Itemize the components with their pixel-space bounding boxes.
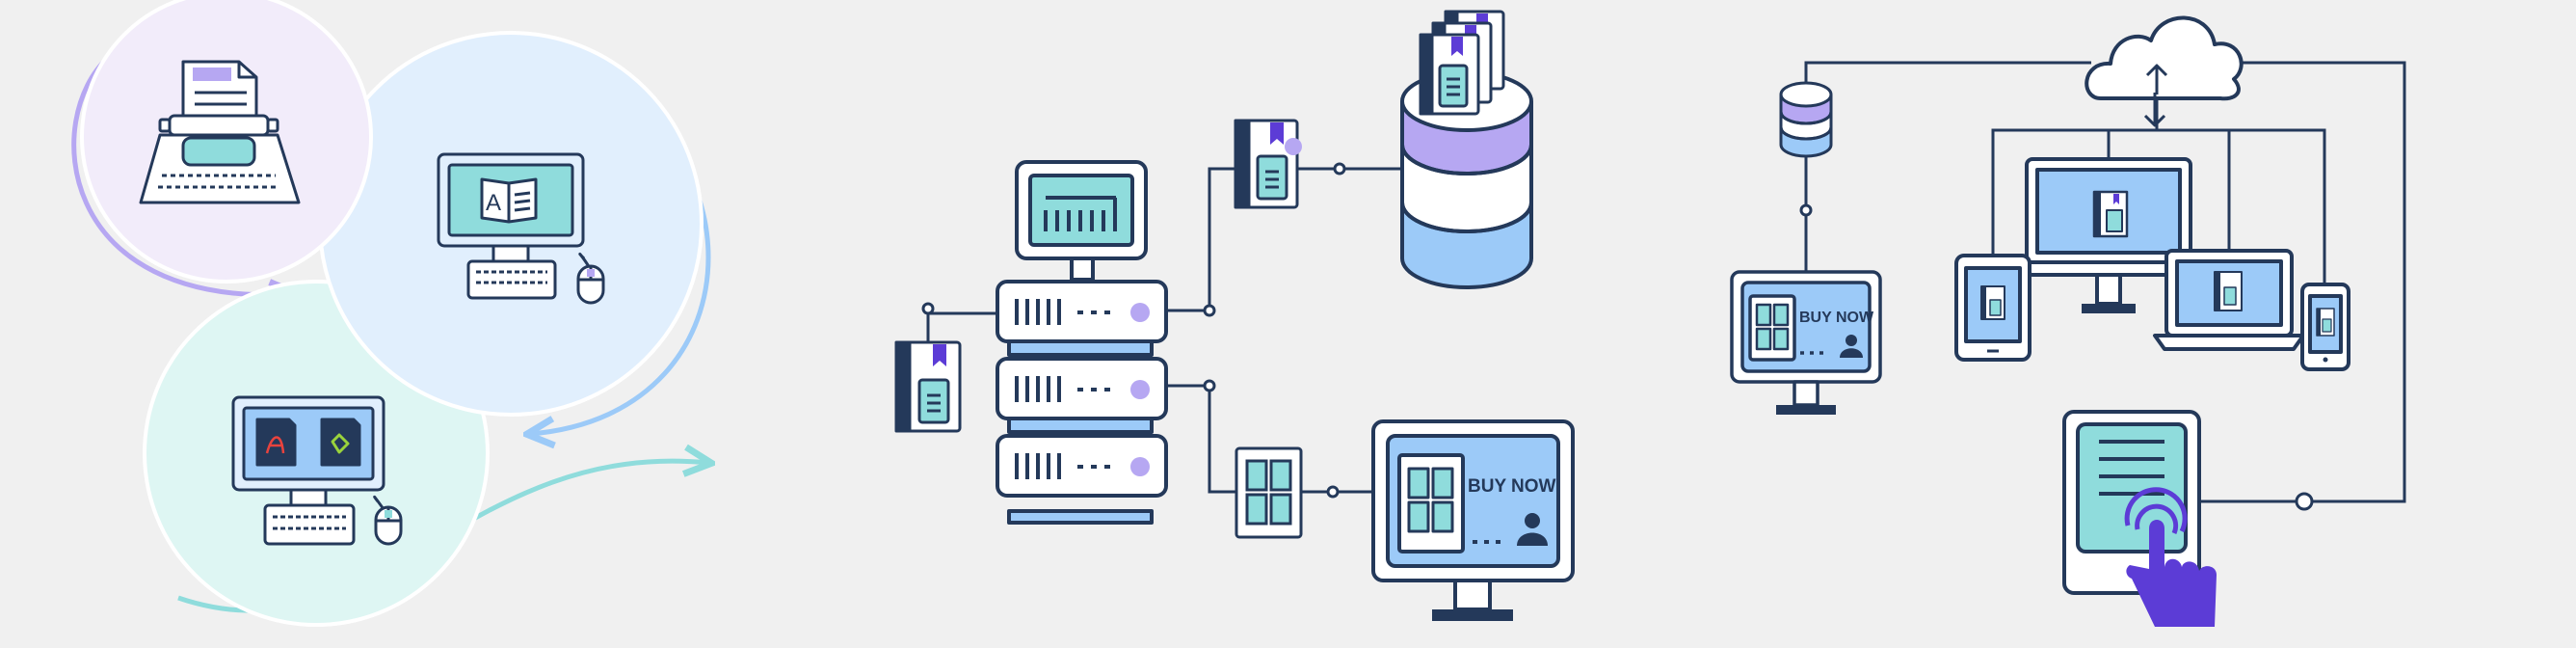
ebook-stack-icon [1419,10,1505,116]
buy-now-label: BUY NOW [1468,476,1556,497]
database-icon [1779,81,1833,158]
typewriter-icon [139,60,301,204]
server-rack-icon [996,160,1168,525]
server-unit [996,434,1168,498]
server-unit [996,357,1168,420]
phone-icon [2300,283,2350,371]
server-unit [996,280,1168,343]
connector-nodes [921,162,1346,499]
hand-pointer-icon [2124,487,2217,627]
ebook-file-icon [894,340,962,433]
cloud-distribution-panel: BUY NOW [1730,15,2406,627]
mouse-icon [576,252,605,305]
buy-now-monitor-icon [1730,270,1882,415]
server-network-panel: BUY NOW [894,10,1575,621]
connector-nodes [1799,203,2314,511]
layout-file-icon [1235,446,1303,539]
web-monitor-icon [1371,419,1575,621]
mouse-icon [373,495,403,546]
buy-now-label: BUY NOW [1799,310,1874,326]
publishing-history-panel: A [71,0,708,627]
tablet-icon [1954,254,2032,362]
database-icon [1400,10,1533,289]
desktop-ebook-icon: A [437,152,585,300]
laptop-icon [2153,249,2305,351]
desktop-pdf-epub-icon [231,395,385,546]
desktop-icon [2025,157,2192,313]
lavender-flow-arrow [71,56,294,295]
ebook-file-icon [1234,119,1302,209]
svg-text:A: A [486,190,501,216]
cloud-icon [2085,15,2244,127]
